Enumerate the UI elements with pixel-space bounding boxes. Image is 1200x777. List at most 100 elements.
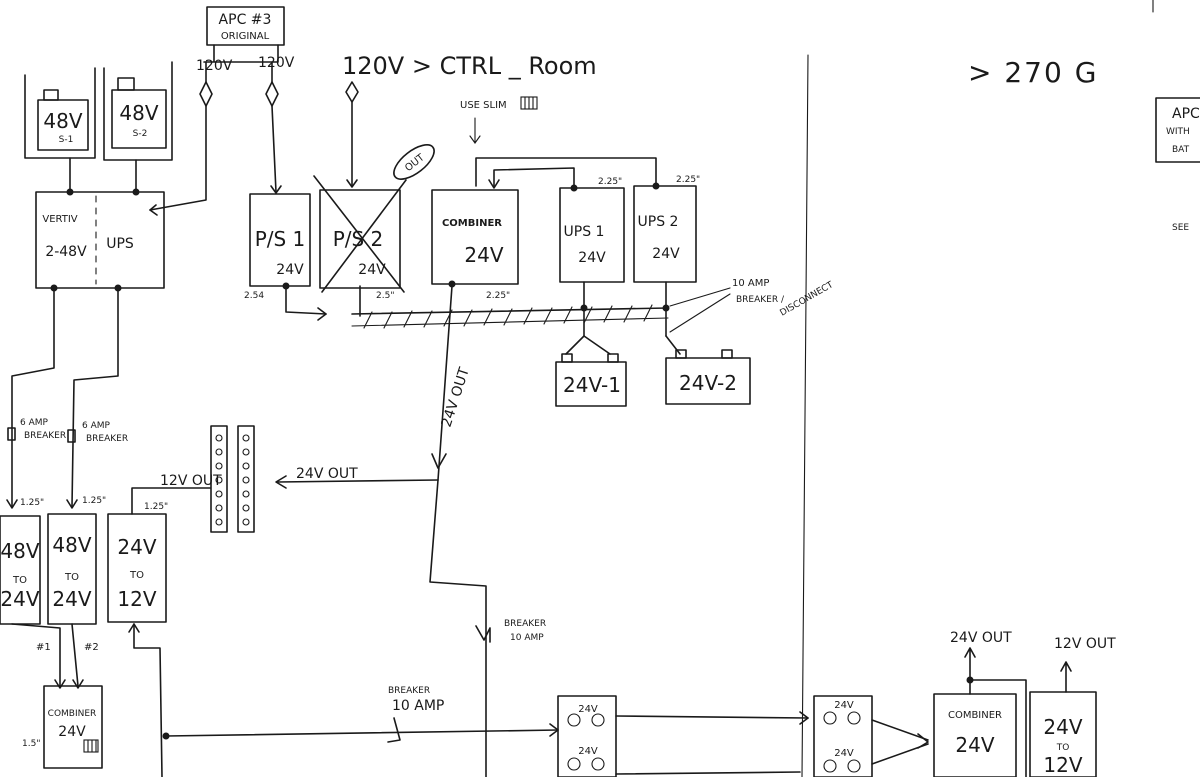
- svg-text:UPS: UPS: [106, 236, 134, 252]
- svg-text:6 AMP: 6 AMP: [82, 421, 111, 431]
- breaker-pointer: [669, 287, 731, 333]
- terminal-strip-24v: [237, 425, 255, 533]
- svg-text:VERTIV: VERTIV: [42, 214, 77, 225]
- svg-text:48V: 48V: [52, 533, 91, 557]
- svg-text:2.54: 2.54: [244, 291, 264, 301]
- svg-text:TO: TO: [129, 570, 144, 581]
- svg-text:24V: 24V: [1043, 715, 1082, 739]
- svg-text:WITH: WITH: [1166, 127, 1190, 137]
- svg-text:TO: TO: [64, 572, 79, 583]
- svg-text:#2: #2: [84, 642, 99, 653]
- svg-text:10 AMP: 10 AMP: [510, 633, 544, 643]
- wire-to-vertiv: [149, 105, 207, 211]
- svg-text:COMBINER: COMBINER: [948, 710, 1002, 721]
- see-note: SEE: [1172, 223, 1189, 233]
- label-12v-out-a: 12V OUT: [160, 473, 222, 489]
- label-24v-out-b: 24V OUT: [296, 466, 358, 482]
- svg-text:1.25": 1.25": [20, 498, 44, 508]
- out-tag: OUT: [403, 152, 427, 174]
- combiner-24v-low-left: COMBINER 24V: [43, 685, 103, 769]
- battery-48v-s2: 48V S-2: [103, 61, 173, 161]
- svg-text:COMBINER: COMBINER: [442, 218, 502, 229]
- converter-48-24-a: 48V TO 24V: [0, 515, 41, 625]
- svg-text:2.25": 2.25": [676, 175, 700, 185]
- svg-text:BAT: BAT: [1172, 145, 1190, 155]
- combiner-24v-low-right: COMBINER 24V: [933, 693, 1017, 777]
- vertiv-ups-box: VERTIV 2-48V UPS: [35, 191, 165, 289]
- breaker-6a-b-icon: [67, 429, 76, 443]
- svg-text:TO: TO: [1056, 743, 1070, 753]
- wire-dist1-to-dist2: [615, 715, 809, 719]
- battery-24v-2: 24V-2: [665, 349, 751, 405]
- svg-text:24V: 24V: [652, 246, 680, 262]
- plug-a-icon: [199, 81, 213, 107]
- svg-text:2.5": 2.5": [376, 291, 394, 301]
- distribution-block-1: 24V 24V: [557, 695, 617, 777]
- wire-to-ps1: [271, 105, 277, 193]
- apc-subtitle: ORIGINAL: [221, 31, 270, 42]
- svg-text:24V: 24V: [578, 704, 598, 715]
- svg-text:10 AMP: 10 AMP: [732, 278, 769, 289]
- wire-24v-to-strip: [277, 479, 439, 483]
- voltage-120v-b: 120V: [258, 55, 295, 71]
- svg-text:12V: 12V: [1043, 753, 1082, 777]
- combiner-24v-top: COMBINER 24V: [431, 189, 519, 285]
- wire-12v-out: [131, 487, 211, 515]
- power-supply-1: P/S 1 24V: [249, 193, 311, 287]
- svg-text:24V: 24V: [578, 250, 606, 266]
- svg-text:24V: 24V: [358, 262, 386, 278]
- ups-2-24v: UPS 2 24V: [633, 185, 697, 283]
- svg-text:24V: 24V: [58, 724, 86, 740]
- svg-text:2.25": 2.25": [598, 177, 622, 187]
- svg-text:BREAKER /: BREAKER /: [736, 295, 785, 305]
- svg-text:24V: 24V: [117, 535, 156, 559]
- svg-text:S-2: S-2: [133, 129, 148, 139]
- svg-text:BREAKER: BREAKER: [86, 434, 128, 444]
- out-tag-oval: [393, 144, 435, 180]
- svg-text:COMBINER: COMBINER: [48, 709, 97, 719]
- svg-text:12V: 12V: [117, 587, 156, 611]
- apc-original-node: APC #3 ORIGINAL: [206, 6, 285, 46]
- distribution-block-2: 24V 24V: [813, 695, 873, 777]
- svg-text:1.25": 1.25": [144, 502, 168, 512]
- breaker-6a-a-icon: [7, 427, 16, 441]
- battery-24v-1: 24V-1: [555, 353, 627, 407]
- use-slim-label: USE SLIM: [460, 100, 507, 111]
- wires-to-low-combiner: [11, 623, 79, 687]
- svg-text:UPS 1: UPS 1: [564, 224, 605, 240]
- wire-ps1-bus: [285, 285, 327, 315]
- plug-b-icon: [265, 81, 279, 107]
- wire-vertiv-c1: [11, 287, 55, 507]
- breaker-low-icon: [387, 717, 401, 743]
- svg-text:24V: 24V: [464, 243, 503, 267]
- svg-text:10 AMP: 10 AMP: [392, 698, 444, 714]
- wire-ups1-feed: [493, 167, 575, 189]
- svg-text:DISCONNECT: DISCONNECT: [779, 280, 836, 319]
- breaker-mid-icon: [475, 625, 491, 643]
- power-supply-2-removed: P/S 2 24V: [313, 175, 407, 293]
- bus-bar: [351, 307, 669, 315]
- svg-text:BREAKER: BREAKER: [504, 619, 546, 629]
- svg-text:1.25": 1.25": [82, 496, 106, 506]
- svg-text:24V-2: 24V-2: [679, 371, 737, 395]
- svg-text:TO: TO: [12, 575, 27, 586]
- svg-text:6 AMP: 6 AMP: [20, 418, 49, 428]
- svg-text:1.5": 1.5": [22, 739, 40, 749]
- terminal-strip-12v: [210, 425, 228, 533]
- apc-title: APC #3: [219, 12, 272, 28]
- svg-text:48V: 48V: [0, 539, 39, 563]
- plug-c-icon: [345, 81, 359, 103]
- svg-text:24V: 24V: [578, 746, 598, 757]
- svg-text:24V: 24V: [276, 262, 304, 278]
- svg-text:24V: 24V: [834, 700, 854, 711]
- wire-12v-bus: [133, 623, 163, 777]
- svg-text:#1: #1: [36, 642, 51, 653]
- arrow-12v-out-b: [1060, 661, 1072, 693]
- svg-text:S-1: S-1: [59, 135, 74, 145]
- converter-48-24-b: 48V TO 24V: [47, 513, 97, 625]
- svg-text:P/S 2: P/S 2: [333, 227, 384, 251]
- wire-to-dist-1: [165, 729, 559, 737]
- arrow-24v-out-c: [964, 647, 976, 695]
